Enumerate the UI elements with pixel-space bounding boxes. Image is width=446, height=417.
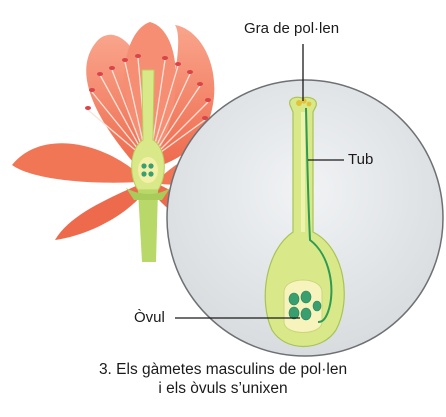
pistil-enlarged [264, 96, 345, 348]
stem-receptacle [126, 188, 170, 200]
stem [138, 190, 158, 262]
ovules-small [141, 163, 154, 177]
caption: 3. Els gàmetes masculins de pol·len i el… [0, 360, 446, 398]
caption-line-2: i els òvuls s’unixen [158, 380, 288, 397]
leader-lines [175, 44, 344, 319]
style-channel [301, 112, 305, 232]
label-ovule: Òvul [134, 309, 165, 326]
petal-lower-left [55, 185, 142, 240]
caption-line-1: 3. Els gàmetes masculins de pol·len [98, 361, 348, 378]
ovules [288, 290, 322, 321]
label-pollen-grain: Gra de pol·len [244, 20, 340, 37]
ovary-small-cavity [138, 157, 158, 183]
pollen-tube [305, 107, 333, 323]
label-tube: Tub [348, 151, 374, 168]
anthers [85, 54, 211, 120]
pollen-grains [296, 98, 312, 107]
petal-left [12, 143, 140, 183]
